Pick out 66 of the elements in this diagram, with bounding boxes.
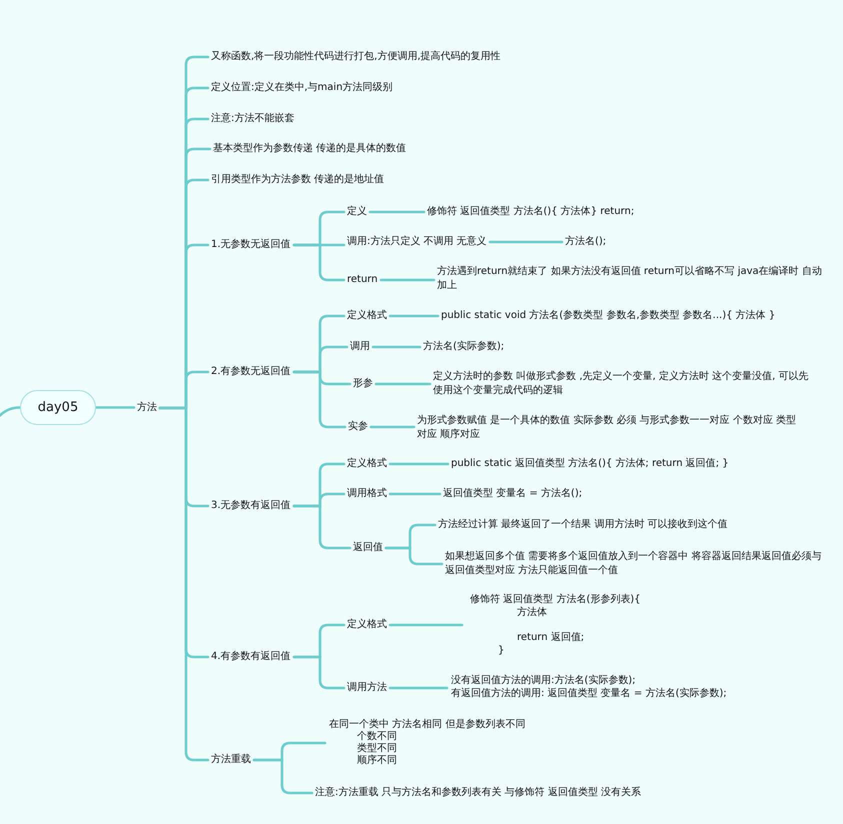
note-text: 修饰符 返回值类型 方法名(形参列表){ <box>470 593 641 606</box>
topic-label: 定义 <box>344 205 370 219</box>
branch-line <box>388 492 442 496</box>
note-text: 方法经过计算 最终返回了一个结果 调用方法时 可以接收到这个值 <box>435 518 731 532</box>
note-text: 为形式参数赋值 是一个具体的数值 实际参数 必须 与形式参数一一对应 个数对应 类型对应 顺序对应 <box>414 414 805 442</box>
note-text: 又称函数,将一段功能性代码进行打包,方便调用,提高代码的复用性 <box>208 50 504 64</box>
branch-line <box>292 656 346 690</box>
topic-label: 实参 <box>345 420 371 434</box>
topic-label: 调用 <box>347 340 373 354</box>
branch-line <box>292 504 352 550</box>
branch-line <box>388 314 440 318</box>
note-text: 引用类型作为方法参数 传递的是地址值 <box>208 173 388 187</box>
note-text: 定义位置:定义在类中,与main方法同级别 <box>208 81 396 95</box>
branch-line <box>372 346 422 348</box>
branch-line <box>388 686 448 690</box>
note-text: 有返回值方法的调用: 返回值类型 变量名 = 方法名(实际参数); <box>451 687 727 700</box>
topic-label: 方法 <box>134 401 160 415</box>
note-text: 返回值类型 变量名 = 方法名(); <box>440 487 586 501</box>
branch-line <box>370 426 416 428</box>
topic-label: 4.有参数有返回值 <box>208 650 294 664</box>
branch-line <box>388 624 464 626</box>
note-text: } <box>498 644 504 657</box>
topic-label: 调用方法 <box>344 681 390 695</box>
branch-line <box>292 370 346 428</box>
branch-line <box>0 406 22 417</box>
note-text: 修饰符 返回值类型 方法名(){ 方法体} return; <box>424 205 638 219</box>
topic-label: 调用格式 <box>344 487 390 501</box>
note-text: 方法遇到return就结束了 如果方法没有返回值 return可以省略不写 java在编译时 自动加上 <box>434 265 825 293</box>
topic-label: 定义格式 <box>344 309 390 323</box>
note-text: 个数不同 <box>357 730 397 742</box>
branch-line <box>488 240 564 244</box>
branch-line <box>292 244 346 282</box>
topic-label: return <box>344 273 381 287</box>
note-text: public static void 方法名(参数类型 参数名,参数类型 参数名...){ 方法体 } <box>438 309 778 323</box>
topic-label: 定义格式 <box>344 457 390 471</box>
note-text: 注意:方法重载 只与方法名和参数列表有关 与修饰符 返回值类型 没有关系 <box>312 786 644 800</box>
note-text: 类型不同 <box>357 742 397 754</box>
topic-label: 返回值 <box>350 541 386 555</box>
branch-line <box>384 546 444 566</box>
branch-line <box>94 406 136 409</box>
branch-line <box>380 278 436 282</box>
note-text: 方法体 <box>517 606 547 619</box>
topic-label: 3.无参数有返回值 <box>208 499 294 513</box>
note-text: 如果想返回多个值 需要将多个返回值放入到一个容器中 将容器返回结果返回值必须与返回值类型对应 方法只能返回值一个值 <box>442 550 828 578</box>
note-text: return 返回值; <box>517 631 584 644</box>
note-text: 定义方法时的参数 叫做形式参数 ,先定义一个变量, 定义方法时 这个变量没值, 可以先使用这个变量完成代码的逻辑 <box>430 370 816 398</box>
branch-line <box>368 210 426 214</box>
topic-label: 定义格式 <box>344 618 390 632</box>
note-text: 方法名(实际参数); <box>420 340 508 354</box>
topic-label: 1.无参数无返回值 <box>208 238 294 252</box>
branch-line <box>158 406 210 762</box>
note-text: 顺序不同 <box>357 754 397 767</box>
note-text: 在同一个类中 方法名相同 但是参数列表不同 <box>329 718 526 731</box>
branch-line <box>252 758 314 794</box>
note-text: 基本类型作为参数传递 传递的是具体的数值 <box>210 142 410 156</box>
topic-label: 方法重载 <box>208 753 254 767</box>
note-text: 没有返回值方法的调用:方法名(实际参数); <box>451 674 636 687</box>
note-text: public static 返回值类型 方法名(){ 方法体; return 返回值; } <box>448 457 732 471</box>
root-topic: day05 <box>20 390 96 425</box>
topic-label: 形参 <box>350 377 376 391</box>
topic-label: 2.有参数无返回值 <box>208 365 294 379</box>
branch-line <box>388 462 450 466</box>
branch-line <box>374 382 432 386</box>
note-text: 方法名(); <box>562 235 610 249</box>
topic-label: 调用:方法只定义 不调用 无意义 <box>344 235 490 249</box>
note-text: 注意:方法不能嵌套 <box>208 112 298 126</box>
